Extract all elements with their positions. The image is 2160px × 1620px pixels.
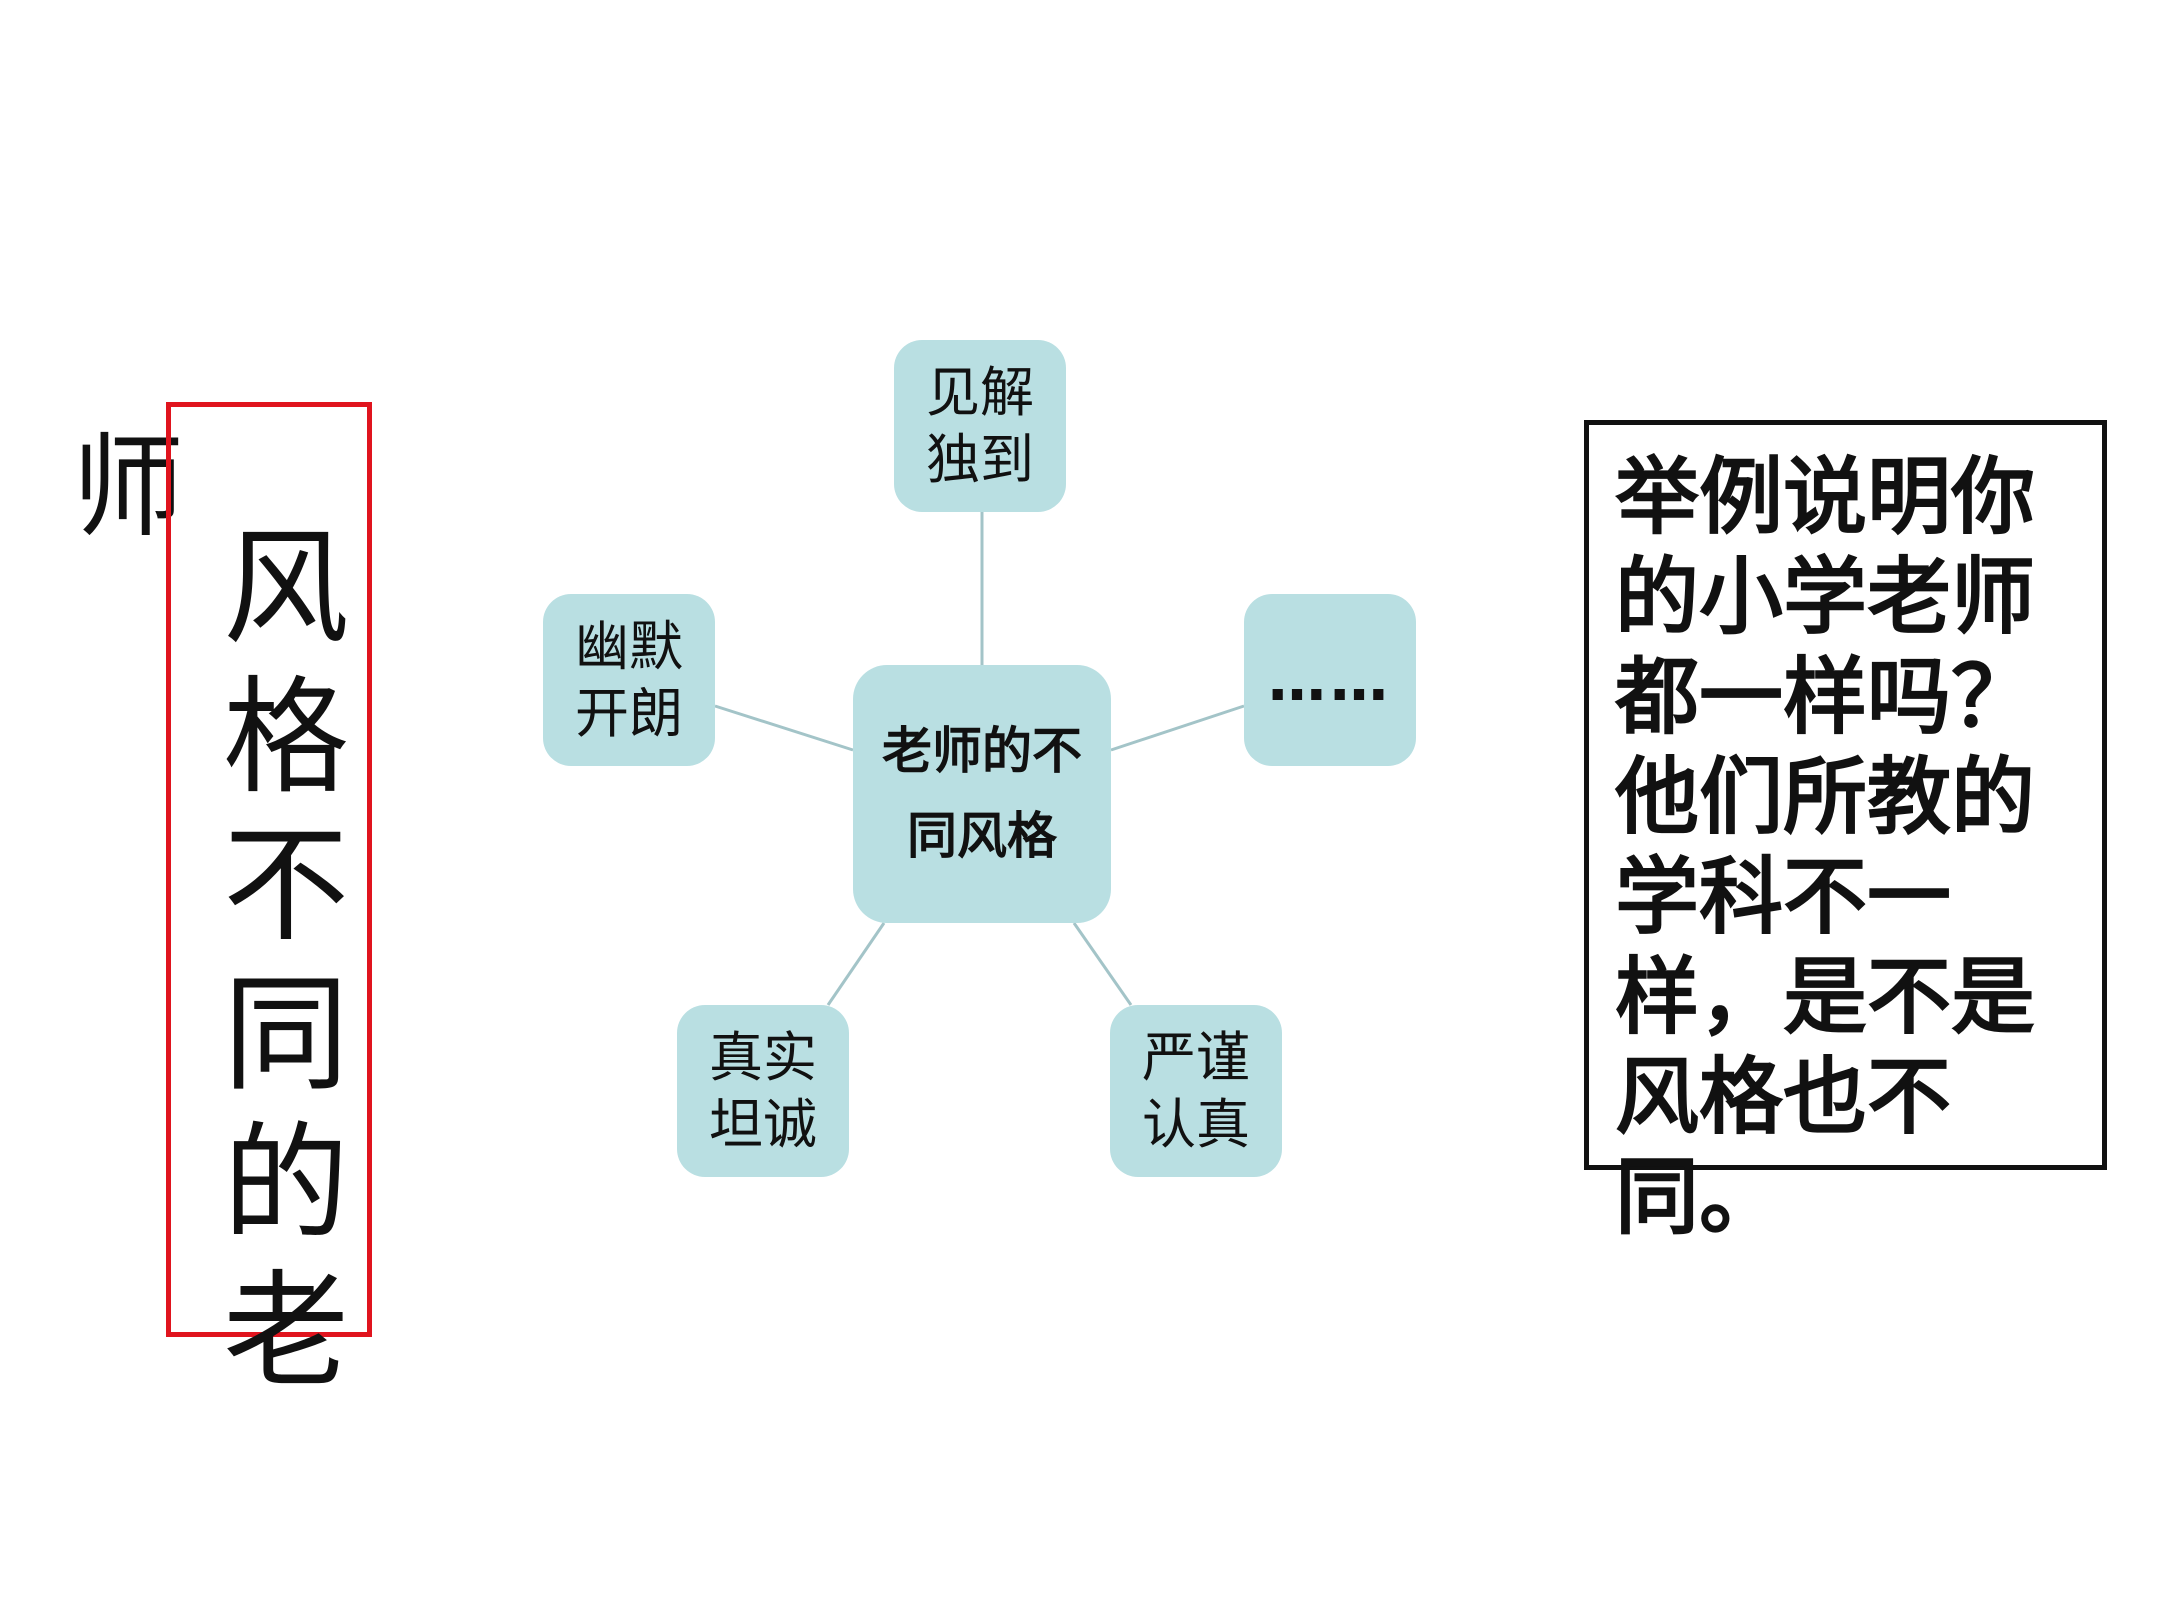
center-node-label: 老师的不同风格 <box>882 722 1082 865</box>
connector-bottom-right <box>1072 922 1133 1006</box>
connector-bottom-left <box>826 922 886 1006</box>
side-character: 师 <box>72 423 184 553</box>
question-text: 举例说明你的小学老师都一样吗？他们所教的学科不一样，是不是风格也不同。 <box>1615 448 2036 1246</box>
mindmap-node-left: 幽默开朗 <box>543 594 715 766</box>
vertical-title: 风格不同的老 <box>223 515 349 1406</box>
mindmap-node-bottom-left: 真实坦诚 <box>677 1005 849 1177</box>
node-label-top: 见解独到 <box>926 360 1034 492</box>
mindmap-node-bottom-right: 严谨认真 <box>1110 1005 1282 1177</box>
mindmap-center-node: 老师的不同风格 <box>853 665 1111 923</box>
mindmap-node-right: …… <box>1244 594 1416 766</box>
node-label-right: …… <box>1268 645 1392 714</box>
connector-right <box>1110 704 1245 752</box>
connector-left <box>714 704 854 752</box>
vertical-title-box: 风格不同的老 <box>166 402 372 1405</box>
mindmap-node-top: 见解独到 <box>894 340 1066 512</box>
node-label-bottom-left: 真实坦诚 <box>709 1025 817 1157</box>
question-box: 举例说明你的小学老师都一样吗？他们所教的学科不一样，是不是风格也不同。 <box>1584 420 2107 1246</box>
node-label-bottom-right: 严谨认真 <box>1142 1025 1250 1157</box>
node-label-left: 幽默开朗 <box>575 614 683 746</box>
